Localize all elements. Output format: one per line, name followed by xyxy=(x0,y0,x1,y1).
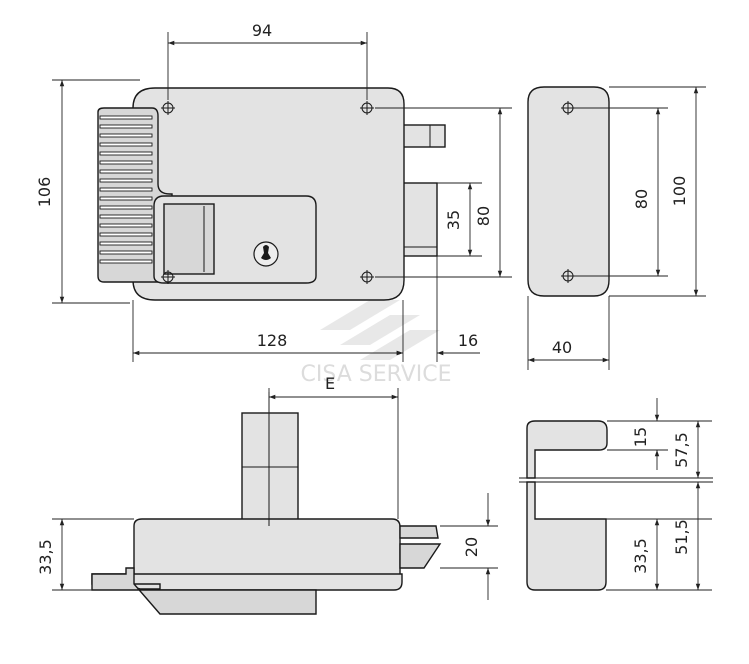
dim-100: 100 xyxy=(670,176,689,207)
section-view xyxy=(519,420,713,591)
front-latch xyxy=(402,124,446,148)
watermark-text: CISA SERVICE xyxy=(300,362,451,387)
dim-33-5-left: 33,5 xyxy=(36,539,55,575)
grille-slots xyxy=(99,115,153,264)
dim-35: 35 xyxy=(444,210,463,230)
bottom-dimensions: E 33,5 20 xyxy=(36,374,498,600)
cisa-logo xyxy=(320,300,440,360)
dim-106: 106 xyxy=(35,177,54,208)
front-bolt xyxy=(402,182,438,257)
front-view xyxy=(97,87,446,301)
dim-80-side: 80 xyxy=(632,189,651,209)
dim-33-5-right: 33,5 xyxy=(631,538,650,574)
release-button xyxy=(163,203,215,275)
dim-15: 15 xyxy=(631,427,650,447)
side-view xyxy=(527,86,610,297)
dim-80-front: 80 xyxy=(474,206,493,226)
dim-40: 40 xyxy=(552,338,572,357)
bottom-plate xyxy=(91,573,403,591)
front-dimensions: 94 106 128 16 35 80 xyxy=(35,21,512,362)
dim-57-5: 57,5 xyxy=(672,432,691,468)
dim-E: E xyxy=(325,374,335,393)
side-dimensions: 80 100 40 xyxy=(527,86,706,370)
section-lower xyxy=(526,481,607,591)
dim-128: 128 xyxy=(257,331,288,350)
bottom-latch xyxy=(399,525,439,539)
dim-20: 20 xyxy=(462,537,481,557)
section-upper xyxy=(526,420,608,479)
bottom-view xyxy=(91,392,442,615)
section-dimensions: 15 57,5 33,5 51,5 xyxy=(606,398,712,591)
front-screw-holes xyxy=(161,101,374,284)
bottom-handle xyxy=(91,567,317,615)
dim-94: 94 xyxy=(252,21,272,40)
dim-51-5: 51,5 xyxy=(672,519,691,555)
key-slot-icon xyxy=(261,245,271,260)
dim-16: 16 xyxy=(458,331,478,350)
side-body xyxy=(527,86,610,297)
